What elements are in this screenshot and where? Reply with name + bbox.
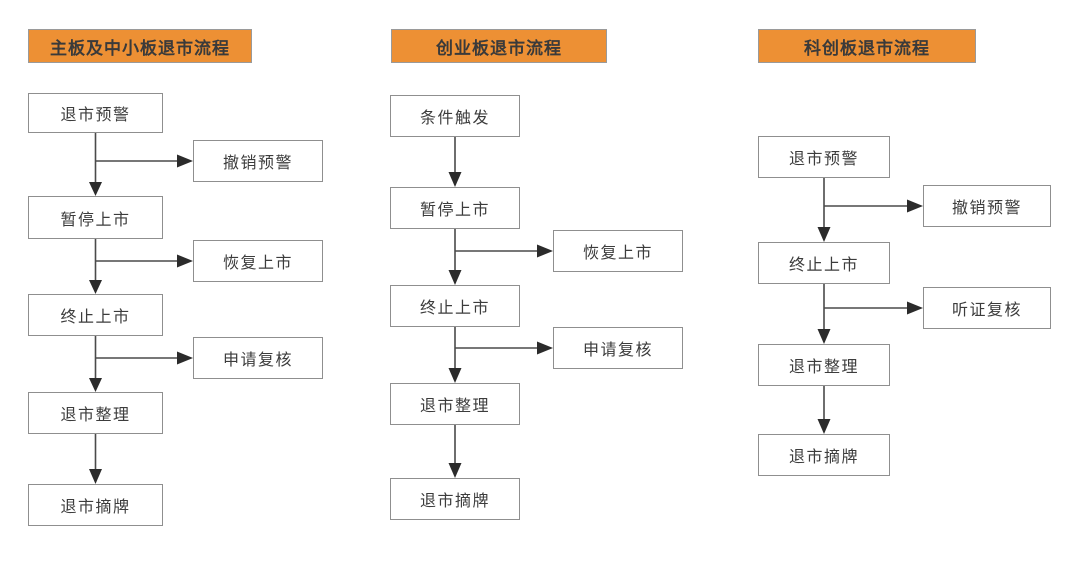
arrowhead-c3-n0-n1 [817,227,831,242]
node-main-board-delisting-removal[interactable]: 退市摘牌 [28,484,163,526]
node-chinext-resume-listing[interactable]: 恢复上市 [553,230,683,272]
node-main-board-apply-review[interactable]: 申请复核 [193,337,323,379]
arrowhead-c2-n2-n3 [448,368,462,383]
node-chinext-delisting-consolidation[interactable]: 退市整理 [390,383,520,425]
node-chinext-terminate-listing[interactable]: 终止上市 [390,285,520,327]
arrowhead-c1-n1-n2 [89,280,102,294]
arrowhead-c1-n1-b1 [177,254,193,268]
node-chinext-apply-review[interactable]: 申请复核 [553,327,683,369]
column-header-star-board: 科创板退市流程 [758,29,976,63]
node-main-board-delisting-warning[interactable]: 退市预警 [28,93,163,133]
arrowhead-c2-n0-n1 [448,172,462,187]
column-header-chinext-board: 创业板退市流程 [391,29,607,63]
node-star-delisting-removal[interactable]: 退市摘牌 [758,434,890,476]
arrowhead-c1-n2-b2 [177,351,193,365]
arrowhead-c2-n2-b2 [537,341,553,355]
arrowhead-c1-n0-n1 [89,182,102,196]
arrowhead-c2-n1-n2 [448,270,462,285]
node-main-board-revoke-warning[interactable]: 撤销预警 [193,140,323,182]
arrowhead-c3-n1-b1 [907,301,923,315]
node-star-hearing-review[interactable]: 听证复核 [923,287,1051,329]
column-header-main-board: 主板及中小板退市流程 [28,29,252,63]
node-main-board-delisting-consolidation[interactable]: 退市整理 [28,392,163,434]
arrowhead-c2-n3-n4 [448,463,462,478]
arrowhead-c1-n3-n4 [89,469,102,484]
node-chinext-delisting-removal[interactable]: 退市摘牌 [390,478,520,520]
node-star-delisting-consolidation[interactable]: 退市整理 [758,344,890,386]
arrowhead-c1-n0-b0 [177,154,193,168]
node-star-terminate-listing[interactable]: 终止上市 [758,242,890,284]
arrowhead-c3-n2-n3 [817,419,831,434]
node-star-delisting-warning[interactable]: 退市预警 [758,136,890,178]
node-main-board-suspend-listing[interactable]: 暂停上市 [28,196,163,239]
arrowhead-c1-n2-n3 [89,378,102,392]
arrowhead-c2-n1-b1 [537,244,553,258]
node-star-revoke-warning[interactable]: 撤销预警 [923,185,1051,227]
node-main-board-resume-listing[interactable]: 恢复上市 [193,240,323,282]
node-chinext-suspend-listing[interactable]: 暂停上市 [390,187,520,229]
arrowhead-c3-n1-n2 [817,329,831,344]
node-main-board-terminate-listing[interactable]: 终止上市 [28,294,163,336]
node-chinext-condition-triggered[interactable]: 条件触发 [390,95,520,137]
arrowhead-c3-n0-b0 [907,199,923,213]
